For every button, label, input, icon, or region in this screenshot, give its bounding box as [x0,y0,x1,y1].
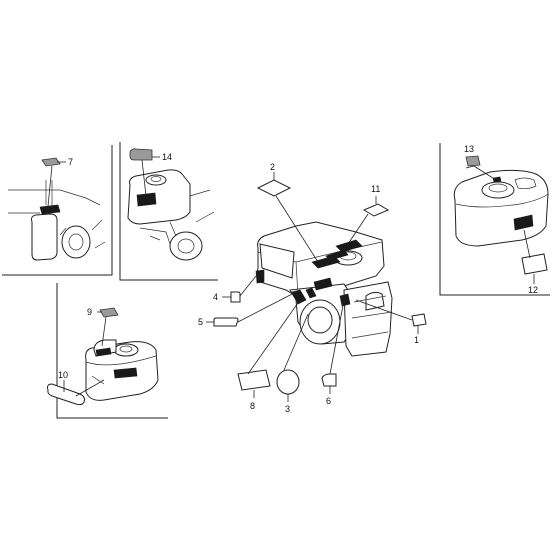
callout-13[interactable]: 13 [464,144,474,154]
callout-7[interactable]: 7 [68,157,73,167]
inset-handle-view [8,157,106,261]
callout-10[interactable]: 10 [58,370,68,380]
main-engine [255,221,393,357]
leader-lines [47,156,535,402]
loose-labels [213,179,427,395]
callout-14[interactable]: 14 [162,152,172,162]
callout-3[interactable]: 3 [285,404,290,414]
callout-8[interactable]: 8 [250,401,255,411]
callout-6[interactable]: 6 [326,396,331,406]
callout-4[interactable]: 4 [213,292,218,302]
inset-tank-view-right [453,155,549,275]
callout-5[interactable]: 5 [198,317,203,327]
callout-11[interactable]: 11 [371,184,380,194]
inset-tank-view-lower [47,307,159,406]
callout-1[interactable]: 1 [414,335,419,345]
callout-numbers: 1 2 3 4 5 6 7 8 9 10 11 12 13 14 [58,144,538,414]
callout-12[interactable]: 12 [528,285,538,295]
callout-9[interactable]: 9 [87,307,92,317]
inset-tank-view-upper [127,148,215,261]
inset-frames [2,142,550,419]
callout-2[interactable]: 2 [270,162,275,172]
